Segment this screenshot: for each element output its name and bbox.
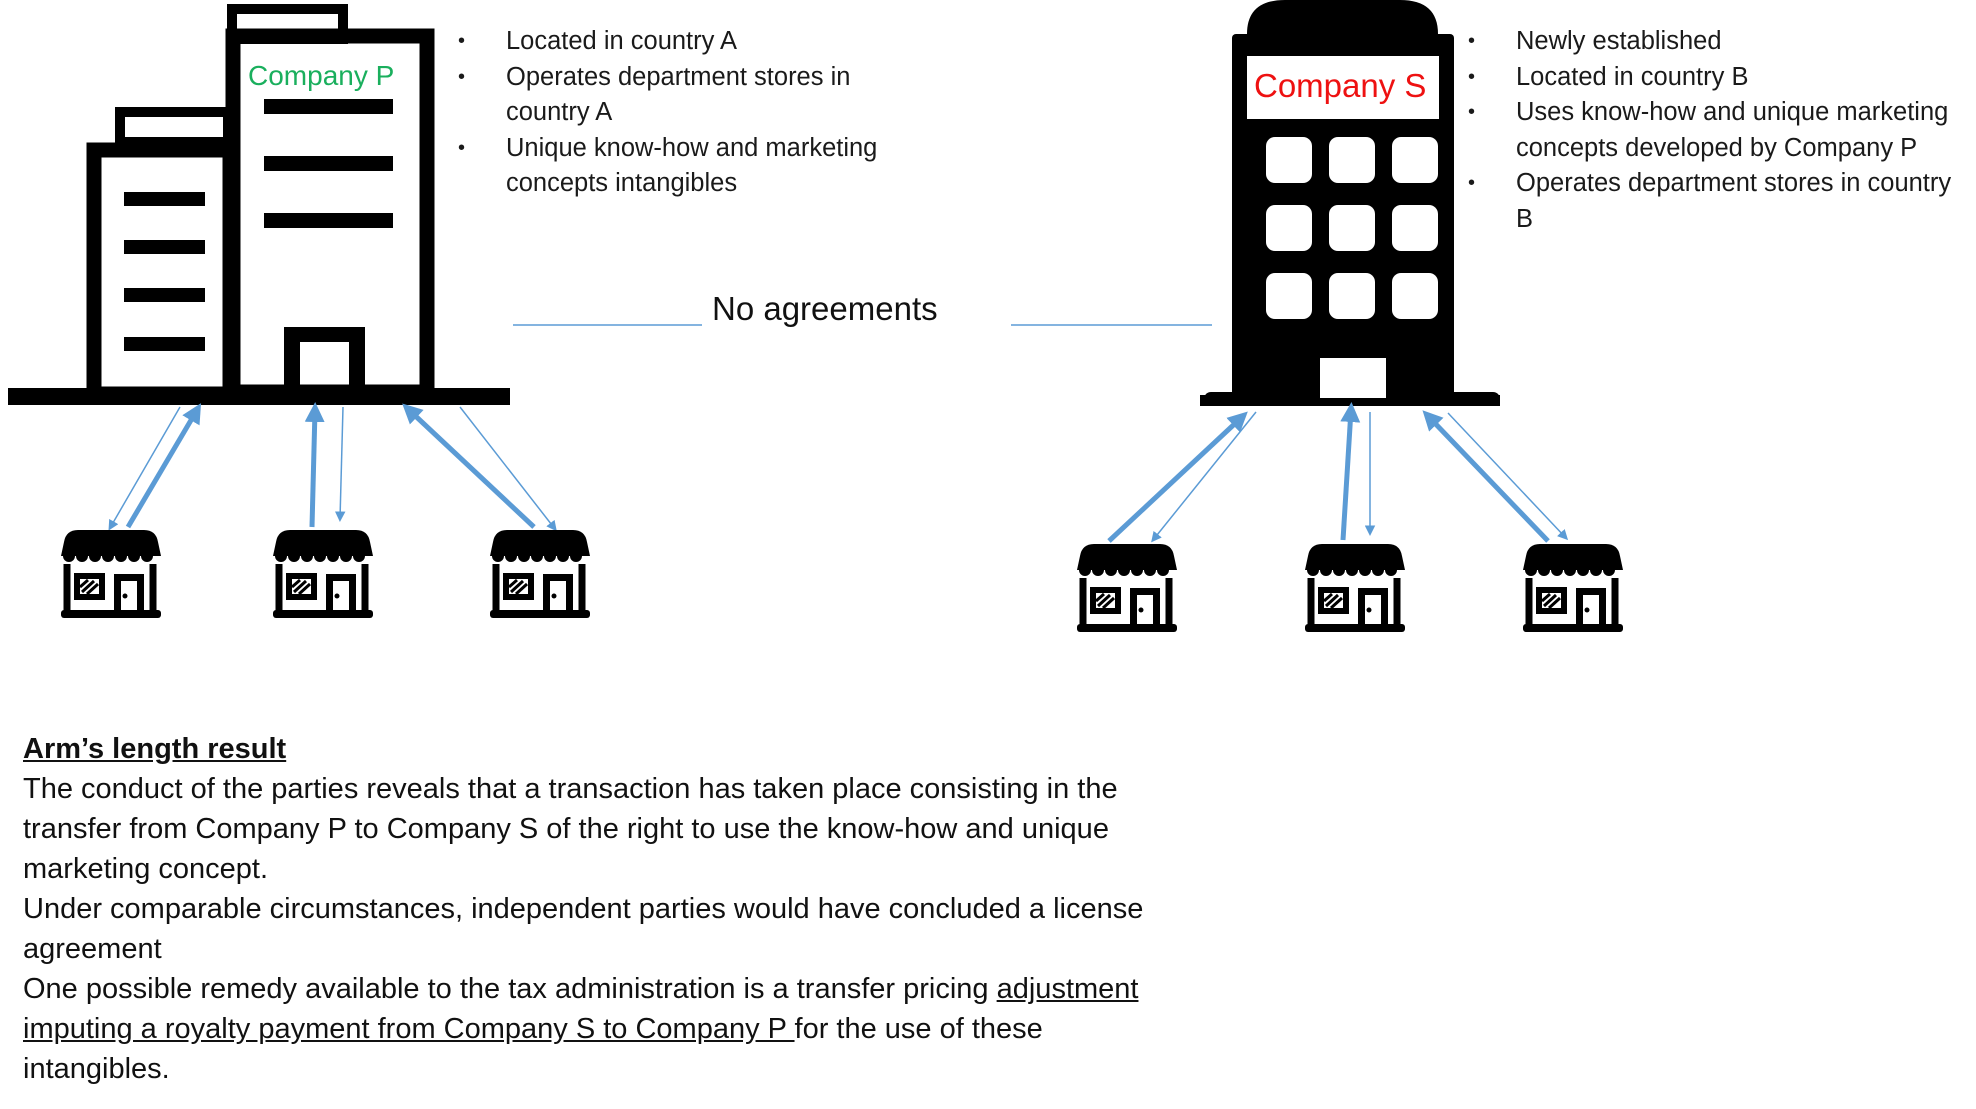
company-s-label: Company S: [1254, 67, 1427, 104]
arms-length-result-section: Arm’s length result The conduct of the p…: [23, 729, 1163, 1089]
arrow-p-to-store-p3: [459, 406, 557, 532]
company-p-building-icon: [8, 4, 510, 405]
result-paragraph-3-underlined: adjustment imputing a royalty payment fr…: [23, 973, 1139, 1045]
storefront-icon-s1: [1077, 544, 1177, 632]
company-p-bullet: Operates department stores in country A: [458, 60, 938, 131]
company-s-bullet: Located in country B: [1468, 60, 1968, 96]
company-s-bullet: Newly established: [1468, 24, 1968, 60]
company-s-building-icon: [1200, 0, 1500, 408]
result-paragraph-1: The conduct of the parties reveals that …: [23, 773, 1118, 885]
result-paragraph-3-start: One possible remedy available to the tax…: [23, 973, 997, 1005]
arrow-store-s3-to-s: [1422, 410, 1550, 543]
storefront-icon-p2: [273, 530, 373, 618]
company-p-bullet-list: Located in country A Operates department…: [458, 24, 938, 202]
arrow-p-to-store-p2: [334, 406, 346, 522]
storefront-icon-s3: [1523, 544, 1623, 632]
no-agreements-label: No agreements: [712, 290, 938, 327]
company-s-bullet: Operates department stores in country B: [1468, 166, 1968, 237]
result-paragraph-2: Under comparable circumstances, independ…: [23, 893, 1144, 965]
storefront-icon-p1: [61, 530, 161, 618]
company-p-bullet: Unique know-how and marketing concepts i…: [458, 131, 938, 202]
arrow-store-s1-to-s: [1107, 411, 1248, 543]
result-paragraph-3: One possible remedy available to the tax…: [23, 969, 1163, 1089]
arrow-s-to-store-s3: [1447, 412, 1569, 541]
company-p-flow-arrows: [108, 402, 557, 532]
arrow-store-p3-to-p: [402, 403, 536, 529]
storefront-icon-s2: [1305, 544, 1405, 632]
result-heading: Arm’s length result: [23, 733, 287, 765]
result-paragraph-3-end: for the use of these intangibles.: [23, 1013, 1043, 1085]
company-s-bullet: Uses know-how and unique marketing conce…: [1468, 95, 1968, 166]
company-s-bullet-list: Newly established Located in country B U…: [1468, 24, 1968, 237]
company-p-label: Company P: [248, 60, 395, 91]
arrow-store-p2-to-p: [304, 402, 325, 528]
arrow-p-to-store-p1: [108, 406, 181, 531]
company-p-bullet: Located in country A: [458, 24, 938, 60]
arrow-store-p1-to-p: [125, 403, 202, 529]
company-s-flow-arrows: [1107, 402, 1569, 543]
arrow-store-s2-to-s: [1340, 402, 1361, 541]
storefront-icon-p3: [490, 530, 590, 618]
arrow-s-to-store-s1: [1151, 411, 1257, 543]
